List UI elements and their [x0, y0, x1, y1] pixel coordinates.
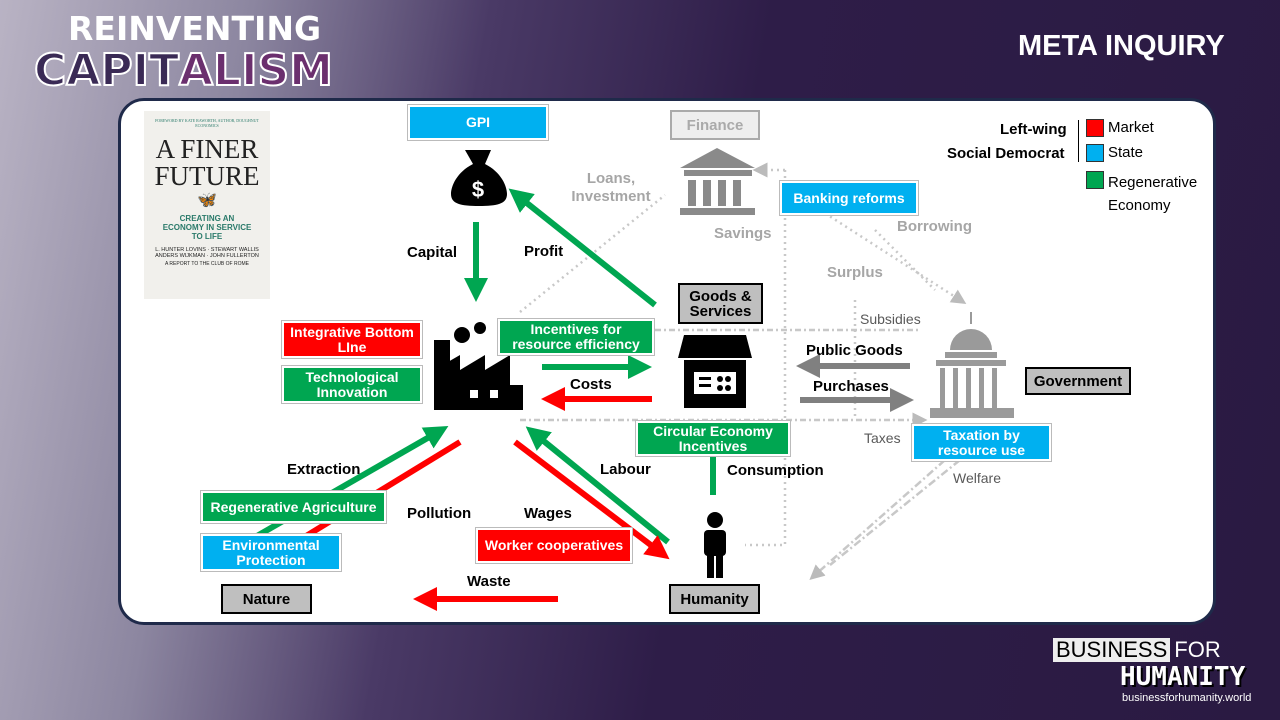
- title-part1: CAPIT: [33, 45, 180, 96]
- flow-surplus: Surplus: [827, 264, 883, 281]
- loans-dotted-line: [519, 194, 666, 313]
- borrowing-dotted-line: [819, 208, 967, 305]
- policy-taxation-resource-use: Taxation by resource use: [912, 424, 1051, 461]
- policy-integrative-bottom-line: Integrative Bottom LIne: [282, 321, 422, 358]
- flow-waste: Waste: [467, 573, 511, 590]
- flow-taxes: Taxes: [864, 430, 901, 446]
- flow-labour: Labour: [600, 461, 651, 478]
- book-foreword: FOREWORD BY KATE RAWORTH, AUTHOR, DOUGHN…: [155, 118, 259, 128]
- flow-pollution: Pollution: [407, 505, 472, 522]
- policy-resource-efficiency: Incentives for resource efficiency: [498, 319, 654, 355]
- logo-business: BUSINESS: [1053, 638, 1171, 662]
- flow-extraction: Extraction: [287, 461, 361, 478]
- logo-humanity: HUMANITY: [1120, 662, 1246, 692]
- policy-worker-cooperatives: Worker cooperatives: [476, 528, 632, 563]
- legend-market: Market: [1108, 119, 1154, 136]
- book-subtitle: CREATING AN ECONOMY IN SERVICE TO LIFE: [162, 214, 252, 241]
- title-part2: ALISM: [178, 45, 334, 96]
- book-authors: L. HUNTER LOVINS · STEWART WALLIS ANDERS…: [155, 247, 259, 259]
- flow-consumption: Consumption: [727, 462, 824, 479]
- book-title2: FUTURE: [154, 161, 260, 191]
- logo-for: FOR: [1174, 637, 1221, 662]
- node-finance: Finance: [670, 110, 760, 140]
- flow-loans-investment: Loans, Investment: [571, 170, 651, 205]
- money-bag-icon: $: [451, 150, 507, 206]
- node-government: Government: [1025, 367, 1131, 395]
- book-cover: FOREWORD BY KATE RAWORTH, AUTHOR, DOUGHN…: [144, 111, 270, 299]
- svg-text:$: $: [472, 177, 484, 202]
- book-title1: A FINER: [155, 134, 259, 164]
- policy-circular-economy: Circular Economy Incentives: [636, 421, 790, 456]
- flow-costs: Costs: [570, 376, 612, 393]
- butterfly-icon: 🦋: [197, 192, 217, 209]
- node-nature: Nature: [221, 584, 312, 614]
- flow-public-goods: Public Goods: [806, 342, 903, 359]
- flow-wages: Wages: [524, 505, 572, 522]
- flow-welfare: Welfare: [953, 470, 1001, 486]
- person-icon: [704, 512, 726, 578]
- policy-gpi: GPI: [408, 105, 548, 140]
- legend-swatch-state: [1086, 144, 1104, 162]
- title-capitalism: CAPITALISM: [33, 45, 334, 96]
- legend-divider: [1078, 120, 1079, 162]
- shop-icon: [678, 335, 752, 408]
- welfare-line: [809, 459, 946, 580]
- policy-environmental-protection: Environmental Protection: [201, 534, 341, 571]
- logo-top-row: BUSINESS FOR: [1053, 638, 1221, 662]
- flow-profit: Profit: [524, 243, 564, 260]
- legend-state: State: [1108, 144, 1144, 161]
- legend-social-democrat: Social Democrat: [947, 145, 1065, 162]
- flow-purchases: Purchases: [813, 378, 889, 395]
- legend-regenerative: Regenerative Economy: [1108, 174, 1198, 214]
- policy-banking-reforms: Banking reforms: [780, 181, 918, 215]
- flow-subsidies: Subsidies: [860, 311, 921, 327]
- legend-left-wing: Left-wing: [1000, 121, 1067, 138]
- flow-savings: Savings: [714, 225, 772, 242]
- node-goods-services: Goods & Services: [678, 283, 763, 324]
- factory-icon: [434, 322, 523, 410]
- capitol-icon: [930, 312, 1014, 418]
- title-reinventing: REINVENTING: [68, 9, 322, 48]
- policy-technological-innovation: Technological Innovation: [282, 366, 422, 403]
- bank-icon: [680, 148, 755, 215]
- legend-swatch-regenerative: [1086, 171, 1104, 189]
- policy-regenerative-agriculture: Regenerative Agriculture: [201, 491, 386, 523]
- logo-url: businessforhumanity.world: [1122, 692, 1252, 704]
- node-humanity: Humanity: [669, 584, 760, 614]
- flow-borrowing: Borrowing: [897, 218, 972, 235]
- book-report: A REPORT TO THE CLUB OF ROME: [164, 261, 249, 267]
- section-title: META INQUIRY: [1018, 30, 1225, 62]
- legend-swatch-market: [1086, 119, 1104, 137]
- flow-capital: Capital: [407, 244, 458, 261]
